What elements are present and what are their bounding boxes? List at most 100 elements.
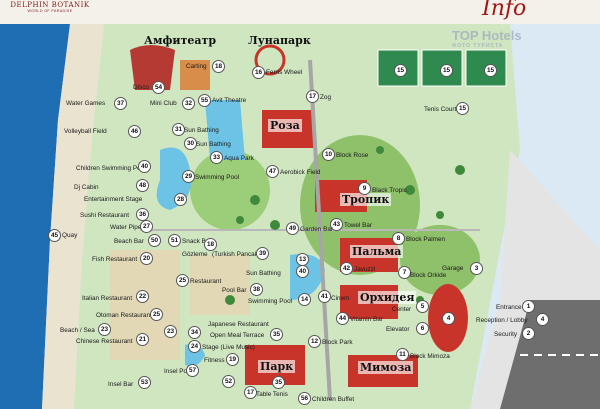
marker-27: 27 [140,220,153,233]
marker-40b: 40 [296,265,309,278]
marker-9: 9 [358,182,371,195]
label-children-buffet: Children Buffet [312,396,355,403]
label-pool-bar: Pool Bar [222,287,247,294]
label-center: Center [392,306,412,313]
marker-7: 7 [398,266,411,279]
label-block-mimoza: Black Mimoza [410,353,450,360]
label-carting: Carting [186,63,207,70]
marker-6: 6 [416,322,429,335]
watermark-sub: ФОТО ТУРИСТА [452,43,504,49]
marker-21: 21 [136,333,149,346]
marker-50: 50 [148,234,161,247]
label-garage: Garage [442,265,464,272]
marker-1: 1 [522,300,535,313]
marker-45: 45 [48,229,61,242]
label-swimming-pool-2: Swimming Pool [248,298,293,305]
aqua-pool [205,100,245,160]
marker-56: 56 [298,392,311,405]
marker-17-zog: 17 [306,90,319,103]
marker-36: 36 [136,208,149,221]
label-sun-bathing-3: Sun Bathing [246,270,281,277]
marker-18b: 18 [204,238,217,251]
marker-18: 18 [212,60,225,73]
building-lunapark: Лунапарк [248,34,311,47]
marker-19: 19 [226,353,239,366]
marker-28: 28 [174,193,187,206]
marker-44: 44 [336,312,349,325]
label-dj-cabin: Dj Cabin [74,184,99,191]
marker-25: 25 [150,308,163,321]
info-title: Info [482,0,527,21]
label-tenis-court: Tenis Court [424,106,457,113]
marker-4: 4 [442,312,455,325]
label-elevator: Elevator [386,326,410,333]
label-gozleme: Gözleme [182,251,208,258]
marker-23: 23 [98,323,111,336]
label-quay: Quay [62,232,78,239]
label-sushi-restaurant: Sushi Restaurant [80,212,130,219]
label-fish-restaurant: Fish Restaurant [92,256,138,263]
label-beach-bar: Beach Bar [114,238,144,245]
label-cinema: Cinem [331,295,350,302]
label-block-rose: Block Rose [336,152,369,159]
marker-25b: 25 [176,274,189,287]
marker-55: 55 [198,94,211,107]
marker-2: 2 [522,327,535,340]
marker-57: 57 [186,364,199,377]
label-block-orkide: Block Orkide [410,272,447,279]
label-italian-restaurant: Italian Restaurant [82,295,133,302]
label-stage-live: Stage (Live Music) [202,344,255,351]
label-block-palmen: Block Palmen [406,236,446,243]
label-japanese-restaurant: Japanese Restaurant [208,321,269,328]
building-tropic: Тропик [340,193,392,206]
marker-11: 11 [396,348,409,361]
marker-51: 51 [168,234,181,247]
label-entertainment-stage: Entertainment Stage [84,196,143,203]
label-block-park: Block Park [322,339,353,346]
marker-23b: 23 [164,325,177,338]
marker-4b: 4 [536,313,549,326]
marker-16: 16 [252,66,265,79]
label-water-games: Water Games [66,100,106,107]
marker-35b: 35 [272,376,285,389]
label-table-tenis: Table Tenis [256,391,288,398]
marker-46: 46 [128,125,141,138]
building-mimosa: Мимоза [358,361,414,374]
label-zog: Zog [320,94,332,101]
label-vitamin-bar: Vitamin Bar [350,316,383,323]
marker-54: 54 [152,81,165,94]
marker-8: 8 [392,232,405,245]
marker-35: 35 [270,328,283,341]
watermark: TOP Hotels ФОТО ТУРИСТА [452,28,522,49]
hotel-name: DELPHIN BOTANIK [10,1,90,9]
marker-15a: 15 [394,64,407,77]
label-water-pipe: Water Pipe [110,224,142,231]
marker-5: 5 [416,300,429,313]
marker-29: 29 [182,170,195,183]
label-chinese-restaurant: Chinese Restaurant [76,338,133,345]
marker-43: 43 [330,218,343,231]
marker-30: 30 [184,137,197,150]
label-reception-lobby: Reception / Lobby [476,317,528,324]
marker-15b: 15 [440,64,453,77]
marker-12: 12 [308,335,321,348]
label-children-swimming-pool: Children Swimming Pool [76,165,146,172]
label-towel-bar: Towel Bar [344,222,373,229]
label-avit-theatre: Avit Theatre [212,97,247,104]
label-otoman-restaurant: Otoman Restaurant [96,312,152,319]
label-security: Security [494,331,518,338]
sea-area [0,24,70,409]
label-restaurant: Restaurant [190,278,222,285]
watermark-main: TOP Hotels [452,28,522,43]
marker-38: 38 [250,283,263,296]
label-turkish-pancakes: (Turkish Pancakes) [212,251,267,258]
marker-17: 17 [244,386,257,399]
marker-15d: 15 [456,102,469,115]
marker-53: 53 [138,376,151,389]
marker-3: 3 [470,262,483,275]
label-mini-club: Mini Club [150,100,177,107]
label-insel-bar: Insel Bar [108,381,134,388]
hotel-logo: DELPHIN BOTANIK WORLD OF PARADISE [6,0,94,20]
